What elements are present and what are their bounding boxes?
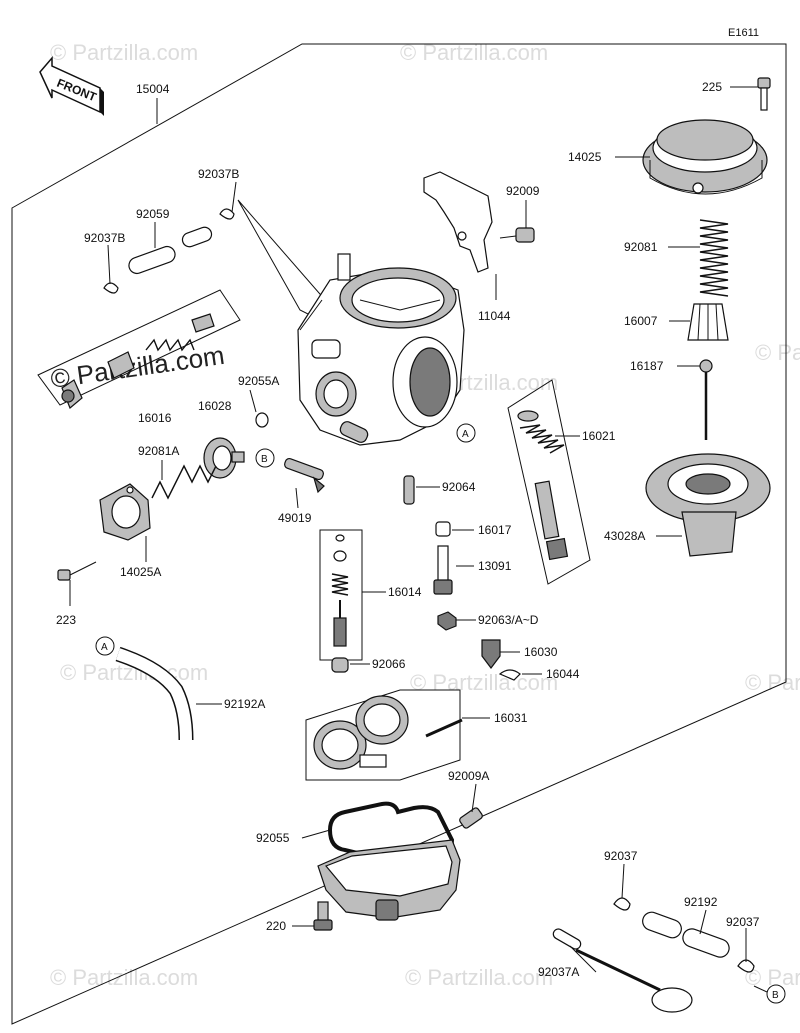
label-16016: 16016 xyxy=(138,411,172,425)
spring-92081A xyxy=(151,464,217,500)
label-92009A: 92009A xyxy=(448,769,489,783)
label-14025: 14025 xyxy=(568,150,602,164)
throttle-stop-screw xyxy=(284,457,325,494)
label-16030: 16030 xyxy=(524,645,558,659)
o-ring-92055A xyxy=(255,412,269,428)
label-92192A: 92192A xyxy=(224,697,265,711)
label-16031: 16031 xyxy=(494,711,528,725)
float-bowl xyxy=(317,839,461,921)
label-15004: 15004 xyxy=(136,82,170,96)
label-16007: 16007 xyxy=(624,314,658,328)
label-92055A: 92055A xyxy=(238,374,279,388)
screw-220 xyxy=(313,901,333,931)
callout-b-main: B xyxy=(255,448,275,468)
hose-92192A-inner xyxy=(116,648,192,741)
label-13091: 13091 xyxy=(478,559,512,573)
leader-lines xyxy=(69,86,768,993)
carburetor-body xyxy=(297,253,465,446)
label-43028A: 43028A xyxy=(604,529,645,543)
label-92009: 92009 xyxy=(506,184,540,198)
diaphragm-16028 xyxy=(203,437,245,479)
label-92192: 92192 xyxy=(684,895,718,909)
label-225: 225 xyxy=(702,80,722,94)
label-92081: 92081 xyxy=(624,240,658,254)
needle-jet-16017 xyxy=(435,521,451,537)
clip-92037B-top xyxy=(219,208,235,220)
callout-b-bottom: B xyxy=(766,984,786,1004)
screw-225 xyxy=(757,77,771,111)
callout-a-main: A xyxy=(456,423,476,443)
label-92063: 92063/A~D xyxy=(478,613,539,627)
needle-retainer xyxy=(687,303,729,341)
clip-92037 xyxy=(613,897,631,911)
float-valve-16030 xyxy=(481,639,501,669)
watermark: © Partzilla.com xyxy=(50,965,198,990)
label-92037B-top: 92037B xyxy=(198,167,239,181)
throttle-cable-bracket xyxy=(423,171,493,273)
label-92037A: 92037A xyxy=(538,965,579,979)
label-92066: 92066 xyxy=(372,657,406,671)
label-92037-right: 92037 xyxy=(726,915,760,929)
drain-screw-92009A xyxy=(459,807,483,829)
vacuum-piston xyxy=(645,453,771,557)
pilot-screw-set xyxy=(61,313,215,409)
svg-text:B: B xyxy=(772,990,779,1001)
screw-92064 xyxy=(403,475,415,505)
label-92064: 92064 xyxy=(442,480,476,494)
label-16021: 16021 xyxy=(582,429,616,443)
clip-92037B-left xyxy=(103,282,119,294)
svg-text:B: B xyxy=(261,454,268,465)
assembly-outline xyxy=(11,43,787,1025)
label-92037: 92037 xyxy=(604,849,638,863)
label-223: 223 xyxy=(56,613,76,627)
label-16014: 16014 xyxy=(388,585,422,599)
label-16017: 16017 xyxy=(478,523,512,537)
pilot-jet-16014 xyxy=(331,534,349,647)
jet-needle xyxy=(699,359,713,440)
label-92037B-left: 92037B xyxy=(84,231,125,245)
needle-jet-group-outline xyxy=(507,379,591,585)
cover-14025A xyxy=(99,483,151,541)
svg-text:A: A xyxy=(101,642,108,653)
main-jet-92063 xyxy=(437,611,457,631)
label-16028: 16028 xyxy=(198,399,232,413)
label-92081A: 92081A xyxy=(138,444,179,458)
part-labels: 15004 225 14025 92037B 92009 92059 92037… xyxy=(56,80,760,979)
screw-223 xyxy=(57,561,97,581)
bolt-92009 xyxy=(499,227,535,243)
label-92055: 92055 xyxy=(256,831,290,845)
label-14025A: 14025A xyxy=(120,565,161,579)
tube-92192 xyxy=(642,911,682,939)
strap-92037A xyxy=(552,928,693,1013)
label-92059: 92059 xyxy=(136,207,170,221)
tube-92192-long xyxy=(682,928,730,958)
front-arrow-icon: FRONT xyxy=(39,55,104,116)
label-16187: 16187 xyxy=(630,359,664,373)
pilot-screw-group-outline xyxy=(37,289,241,406)
watermark: © Partzilla.com xyxy=(745,670,800,695)
float-group-outline xyxy=(305,689,461,781)
clip-92037-right xyxy=(737,959,755,973)
watermark: © Partzilla.com xyxy=(755,340,800,365)
label-220: 220 xyxy=(266,919,286,933)
clip-16044 xyxy=(498,669,521,681)
label-16044: 16044 xyxy=(546,667,580,681)
label-11044: 11044 xyxy=(478,309,511,323)
needle-jet-holder xyxy=(517,410,569,561)
diagram-code: E1611 xyxy=(728,27,759,39)
watermark: © Partzilla.com xyxy=(50,40,198,65)
main-jet-holder-13091 xyxy=(433,545,453,595)
svg-text:A: A xyxy=(462,429,469,440)
vent-pipe-92059 xyxy=(128,226,213,275)
carburetor-top-cap xyxy=(642,119,768,195)
callout-a-hose: A xyxy=(95,636,115,656)
spring-92081 xyxy=(699,219,729,297)
label-49019: 49019 xyxy=(278,511,312,525)
watermark: © Partzilla.com xyxy=(405,965,553,990)
jet-92066 xyxy=(331,657,349,673)
float-16031 xyxy=(313,695,463,770)
